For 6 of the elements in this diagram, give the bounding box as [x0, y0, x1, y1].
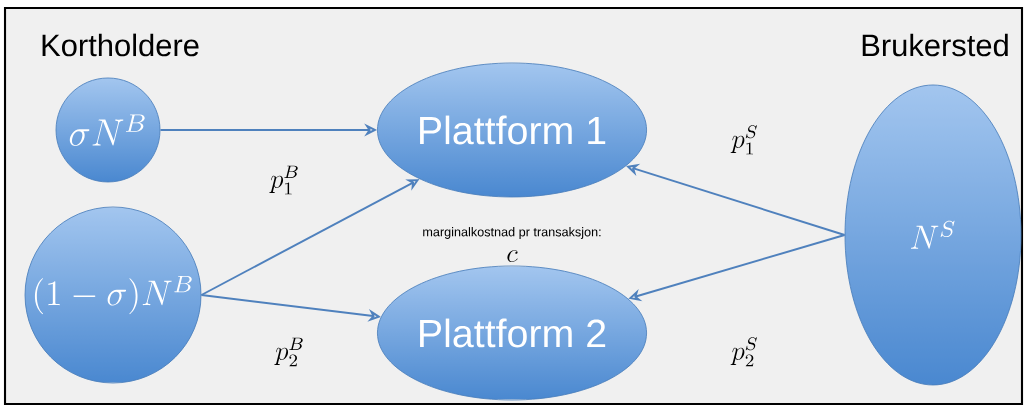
- note-text: marginalkostnad pr transaksjon:: [423, 227, 601, 239]
- edge-label: $p_{2}^{B}$: [274, 337, 303, 367]
- heading: Brukersted: [862, 33, 1008, 57]
- edge-label: $p_{1}^{B}$: [269, 165, 298, 195]
- edge-label: $p_{1}^{S}$: [730, 125, 757, 155]
- edge-label: $p_{2}^{S}$: [730, 337, 757, 367]
